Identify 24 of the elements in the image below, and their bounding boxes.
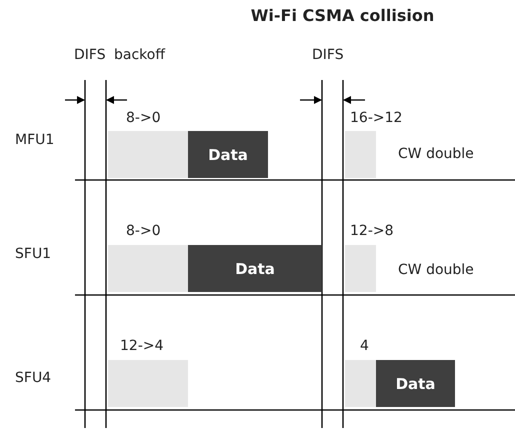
counter-label: 16->12 xyxy=(350,110,402,126)
station-label: SFU4 xyxy=(15,370,52,386)
diagram-title: Wi-Fi CSMA collision xyxy=(250,8,436,24)
counter-label: 8->0 xyxy=(126,223,161,239)
backoff-bar xyxy=(345,360,376,407)
interval-label: DIFS xyxy=(74,47,106,63)
backoff-bar xyxy=(108,360,188,407)
counter-label: 4 xyxy=(360,338,369,354)
data-frame-box: Data xyxy=(376,360,455,407)
counter-label: 12->8 xyxy=(350,223,394,239)
backoff-bar xyxy=(108,131,188,178)
interval-label: backoff xyxy=(114,47,165,63)
counter-label: 8->0 xyxy=(126,110,161,126)
backoff-bar xyxy=(345,131,376,178)
counter-label: 12->4 xyxy=(120,338,164,354)
data-frame-box: Data xyxy=(188,245,322,292)
note-label: CW double xyxy=(398,146,474,162)
data-frame-box: Data xyxy=(188,131,268,178)
backoff-bar xyxy=(345,245,376,292)
backoff-bar xyxy=(108,245,188,292)
note-label: CW double xyxy=(398,262,474,278)
station-label: MFU1 xyxy=(15,132,54,148)
station-label: SFU1 xyxy=(15,246,52,262)
interval-label: DIFS xyxy=(312,47,344,63)
